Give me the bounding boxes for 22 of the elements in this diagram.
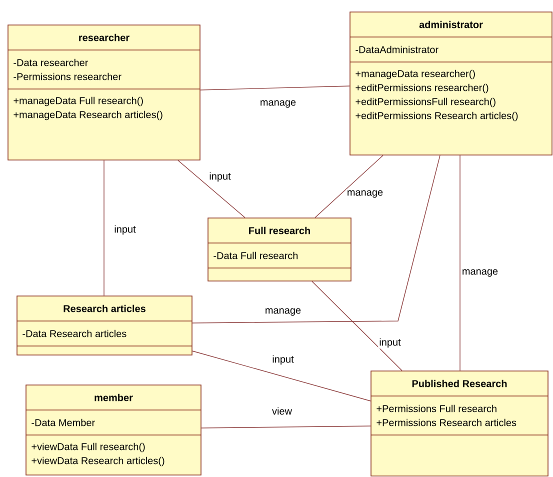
edge-label: manage — [264, 307, 302, 317]
association-line — [201, 426, 371, 428]
edge-label: input — [208, 171, 232, 183]
class-box: Published Research +Permissions Full research +Permissions Research articles — [370, 370, 548, 476]
edge-label: manage — [258, 99, 298, 109]
association-line — [178, 160, 246, 218]
edge-label: view — [271, 406, 293, 416]
class-box: Full research -Data Full research — [208, 218, 352, 282]
edge-label: manage — [460, 268, 500, 278]
association-line — [200, 86, 350, 90]
edge-label: manage — [346, 189, 384, 199]
edge-label: input — [113, 224, 137, 236]
association-line — [312, 281, 402, 371]
association-line — [314, 155, 384, 218]
association-line — [192, 155, 440, 324]
edge-label: input — [378, 337, 402, 349]
association-line — [192, 350, 371, 402]
class-box: administrator -DataAdministrator +manageData researcher() +editPermissions researcher() +editPermissionsFull research() +editPermissions Research articles() — [350, 12, 552, 156]
edge-label: input — [271, 354, 295, 366]
class-box: researcher -Data researcher -Permissions researcher +manageData Full research() +manageData Research articles() — [8, 24, 200, 160]
class-box: member -Data Member +viewData Full research() +viewData Research articles() — [26, 384, 202, 476]
class-box: Research articles -Data Research articles — [16, 296, 192, 356]
